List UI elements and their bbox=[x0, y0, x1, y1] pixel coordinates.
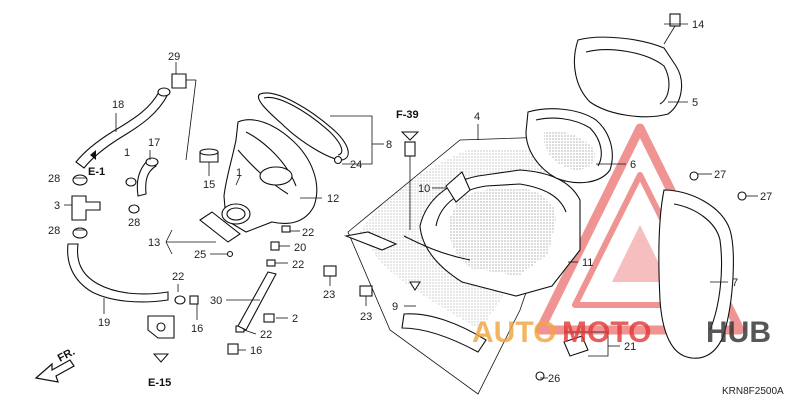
label-part-28c: 28 bbox=[48, 225, 60, 237]
plug-16a bbox=[189, 295, 199, 305]
label-part-17: 17 bbox=[148, 137, 160, 149]
label-part-13: 13 bbox=[148, 237, 160, 249]
clip-f39 bbox=[404, 141, 416, 157]
bracket-9 bbox=[343, 231, 487, 353]
grommet-23a bbox=[323, 265, 337, 277]
clamp-1a bbox=[125, 177, 137, 187]
hose-17 bbox=[136, 157, 159, 197]
label-part-10: 10 bbox=[418, 183, 430, 195]
filter-box-6 bbox=[525, 108, 613, 184]
bolt-26 bbox=[535, 371, 545, 381]
grommet-23b bbox=[359, 285, 373, 297]
clip-20 bbox=[270, 241, 280, 251]
clip-22c bbox=[174, 295, 186, 305]
label-part-29: 29 bbox=[168, 51, 180, 63]
connector-e15 bbox=[147, 315, 175, 339]
label-part-28a: 28 bbox=[48, 173, 60, 185]
screw-27b bbox=[737, 191, 747, 201]
label-part-15: 15 bbox=[203, 179, 215, 191]
ref-label-f39: F-39 bbox=[396, 109, 419, 121]
plug-29 bbox=[171, 73, 187, 89]
watermark-moto: MOTO bbox=[562, 316, 651, 349]
watermark-auto: AUTO bbox=[472, 316, 556, 349]
element-13 bbox=[199, 211, 241, 243]
label-part-28b: 28 bbox=[128, 217, 140, 229]
tee-joint-3 bbox=[71, 195, 101, 221]
hose-19 bbox=[67, 243, 169, 303]
ref-arrow-e15 bbox=[152, 353, 170, 363]
cover-5 bbox=[573, 36, 683, 118]
bolt-14 bbox=[663, 13, 681, 45]
plug-16b bbox=[227, 343, 239, 355]
label-part-21: 21 bbox=[624, 341, 636, 353]
clip-22a bbox=[281, 225, 291, 233]
label-part-1b: 1 bbox=[236, 167, 242, 179]
label-part-22a: 22 bbox=[302, 227, 314, 239]
label-part-18: 18 bbox=[112, 99, 124, 111]
ref-arrow-e1 bbox=[90, 150, 96, 160]
clip-22b bbox=[266, 259, 276, 267]
label-part-30: 30 bbox=[210, 295, 222, 307]
label-part-16a: 16 bbox=[191, 323, 203, 335]
leader-lines bbox=[64, 23, 758, 379]
bracket-21 bbox=[563, 335, 589, 357]
label-part-6: 6 bbox=[630, 159, 636, 171]
ref-label-e1: E-1 bbox=[88, 166, 105, 178]
label-part-14: 14 bbox=[692, 19, 704, 31]
label-part-25: 25 bbox=[194, 249, 206, 261]
drain-plug-15 bbox=[199, 148, 219, 163]
ref-arrow-f39 bbox=[400, 131, 420, 141]
clip-2 bbox=[263, 313, 275, 323]
element-10 bbox=[445, 171, 471, 203]
label-part-23a: 23 bbox=[323, 289, 335, 301]
label-part-2: 2 bbox=[292, 313, 298, 325]
label-part-22b: 22 bbox=[292, 259, 304, 271]
label-part-3: 3 bbox=[54, 200, 60, 212]
label-part-16b: 16 bbox=[250, 345, 262, 357]
tube-30 bbox=[237, 271, 277, 331]
label-part-5: 5 bbox=[692, 97, 698, 109]
label-part-24: 24 bbox=[350, 159, 362, 171]
front-arrow bbox=[34, 359, 75, 383]
air-cleaner-housing-12 bbox=[221, 119, 318, 233]
clamp-28c bbox=[72, 227, 88, 239]
label-part-22d: 22 bbox=[260, 329, 272, 341]
label-part-22c: 22 bbox=[172, 271, 184, 283]
label-part-26: 26 bbox=[548, 373, 560, 385]
label-part-27a: 27 bbox=[714, 169, 726, 181]
label-part-27b: 27 bbox=[760, 191, 772, 203]
diagram-code: KRN8F2500A bbox=[722, 386, 784, 397]
label-part-12: 12 bbox=[327, 193, 339, 205]
watermark-hub: HUB bbox=[706, 316, 771, 349]
duct-11 bbox=[403, 169, 581, 297]
label-part-23b: 23 bbox=[360, 311, 372, 323]
label-part-19: 19 bbox=[98, 317, 110, 329]
label-part-1a: 1 bbox=[124, 147, 130, 159]
label-part-20: 20 bbox=[294, 242, 306, 254]
clamp-28a bbox=[72, 174, 88, 186]
hose-18 bbox=[75, 87, 171, 169]
clamp-28b bbox=[128, 204, 140, 214]
label-part-7: 7 bbox=[732, 277, 738, 289]
watermark-text: AUTO MOTO HUB bbox=[472, 316, 771, 349]
small-arrow-9 bbox=[409, 281, 421, 291]
label-part-11: 11 bbox=[582, 257, 593, 269]
label-part-4: 4 bbox=[474, 111, 480, 123]
ref-label-e15: E-15 bbox=[148, 377, 171, 389]
side-cover-7 bbox=[658, 189, 734, 359]
screw-27a bbox=[689, 171, 699, 181]
label-part-8: 8 bbox=[386, 139, 392, 151]
label-part-9: 9 bbox=[392, 301, 398, 313]
screw-24 bbox=[333, 155, 343, 165]
front-label: FR. bbox=[56, 346, 77, 365]
screw-25 bbox=[226, 250, 234, 258]
